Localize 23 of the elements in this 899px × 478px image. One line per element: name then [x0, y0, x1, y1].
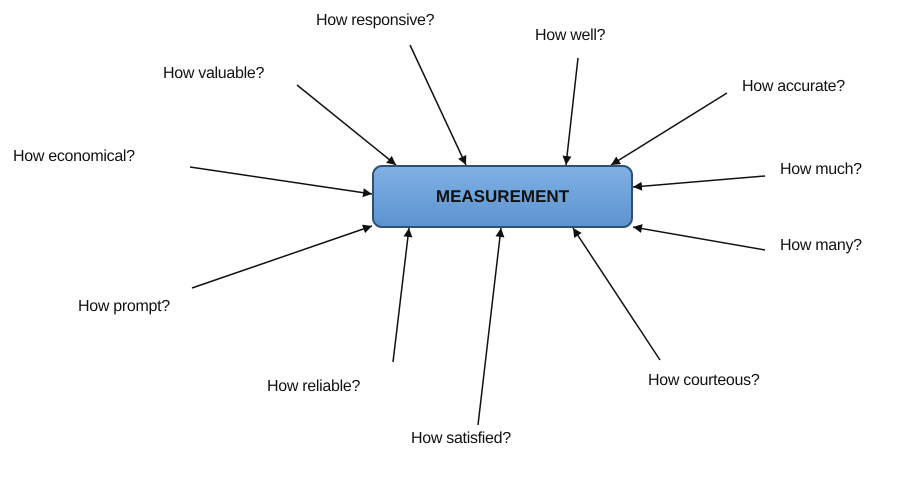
question-label: How satisfied?: [411, 430, 511, 448]
arrow: [296, 84, 396, 166]
measurement-box: MEASUREMENT: [372, 165, 633, 228]
arrow: [632, 175, 766, 191]
question-label: How reliable?: [267, 378, 360, 396]
question-label: How much?: [780, 161, 862, 179]
arrow: [572, 228, 661, 360]
question-label: How prompt?: [78, 298, 170, 316]
arrow: [409, 44, 467, 166]
arrow: [192, 224, 372, 289]
question-label: How many?: [780, 237, 862, 255]
arrow: [610, 92, 728, 166]
question-label: How well?: [535, 27, 606, 45]
question-label: How valuable?: [163, 65, 264, 83]
arrow: [632, 224, 766, 251]
arrow: [477, 228, 504, 426]
arrow: [562, 58, 579, 166]
question-label: How responsive?: [316, 12, 434, 30]
question-label: How economical?: [13, 148, 135, 166]
arrow: [190, 166, 372, 198]
question-label: How accurate?: [742, 78, 845, 96]
arrow: [392, 228, 412, 362]
question-label: How courteous?: [648, 372, 760, 390]
